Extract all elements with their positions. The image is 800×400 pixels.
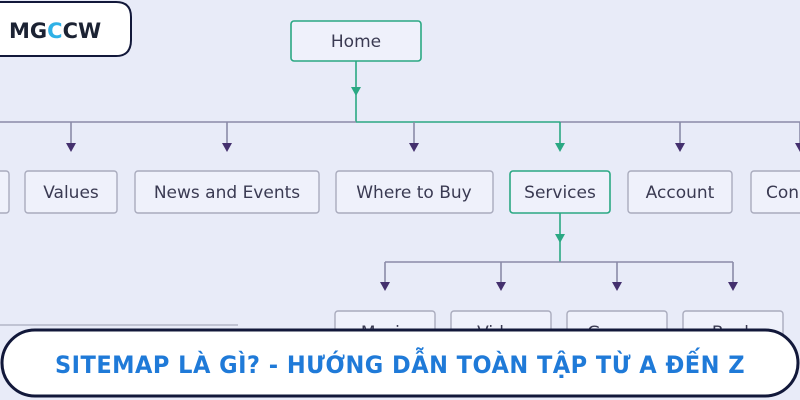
arrow-games (612, 282, 622, 291)
node-services-box (509, 170, 611, 214)
node-where-to-buy: Where to Buy (335, 170, 494, 214)
arrow-news-and-events (222, 143, 232, 152)
arrow-con (795, 143, 800, 152)
node-values-box (24, 170, 118, 214)
node-con-box (750, 170, 800, 214)
arrow-services-down (555, 234, 565, 243)
node-values: Values (24, 170, 118, 214)
node-where-to-buy-box (335, 170, 494, 214)
connector-arrows (66, 87, 800, 291)
node-news-and-events-box (134, 170, 320, 214)
arrow-where-to-buy (409, 143, 419, 152)
arrow-root (351, 87, 361, 96)
node-news-and-events-label: News and Events (154, 183, 300, 203)
brand-logo-part-3: CW (63, 19, 102, 43)
title-banner: SITEMAP LÀ GÌ? - HƯỚNG DẪN TOÀN TẬP TỪ A… (0, 328, 800, 398)
node-services-label: Services (524, 183, 596, 203)
node-con-label: Con (766, 183, 799, 203)
node-account-box (627, 170, 733, 214)
node-home: Home (290, 20, 422, 62)
brand-logo-part-1: MG (9, 19, 47, 43)
arrow-book (728, 282, 738, 291)
arrow-values (66, 143, 76, 152)
node-news-and-events: News and Events (134, 170, 320, 214)
node-con: Con (750, 170, 800, 214)
arrow-services (555, 143, 565, 152)
arrow-video (496, 282, 506, 291)
banner-title: SITEMAP LÀ GÌ? - HƯỚNG DẪN TOÀN TẬP TỪ A… (55, 346, 745, 379)
node-where-to-buy-label: Where to Buy (356, 183, 472, 203)
node-account: Account (627, 170, 733, 214)
node-services: Services (509, 170, 611, 214)
node-home-box (290, 20, 422, 62)
brand-logo[interactable]: MGCCW (0, 1, 132, 57)
connector-lines (0, 61, 800, 284)
node-account-label: Account (646, 183, 715, 203)
brand-logo-part-2: C (47, 19, 62, 43)
brand-logo-text: MGCCW (9, 19, 101, 43)
brand-logo-badge (0, 1, 132, 57)
node-home-label: Home (331, 32, 381, 52)
arrow-music (380, 282, 390, 291)
node-cut-left (0, 170, 10, 214)
title-banner-box (0, 328, 800, 398)
level1-nodes: Values News and Events Where to Buy Serv… (0, 170, 800, 214)
arrow-account (675, 143, 685, 152)
node-values-label: Values (43, 183, 99, 203)
node-cut-left-box (0, 170, 10, 214)
